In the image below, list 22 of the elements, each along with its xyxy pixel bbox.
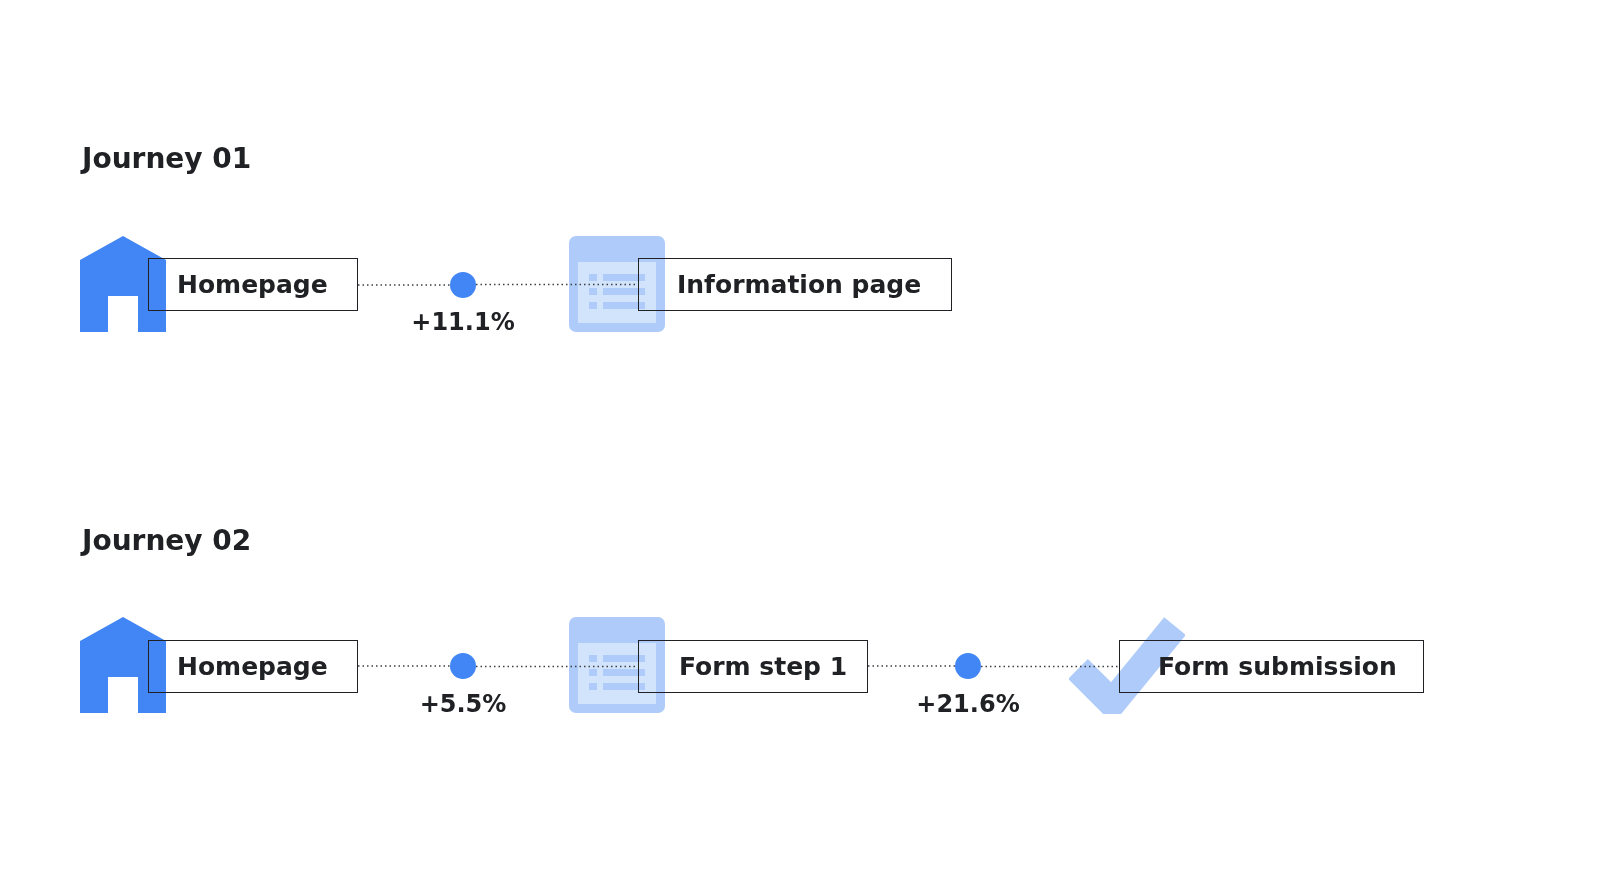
page-box [1119,640,1424,693]
page-name: Homepage [177,652,328,681]
page-name: Information page [677,270,922,299]
step-dot [450,653,476,679]
page-name: Homepage [177,270,328,299]
dotted-connector [357,284,451,286]
journey-heading: Journey 02 [82,524,252,557]
conversion-rate: +11.1% [411,308,515,336]
page-name: Form submission [1158,652,1397,681]
dotted-connector [980,665,1120,668]
page-box [148,640,358,693]
conversion-rate: +5.5% [419,690,507,718]
page-box [638,640,868,693]
dotted-connector [357,665,451,667]
step-dot [450,272,476,298]
page-name: Form step 1 [679,652,848,681]
dotted-connector [867,665,956,667]
page-box [638,258,952,311]
journey-heading: Journey 01 [82,142,252,175]
conversion-rate: +21.6% [916,690,1020,718]
step-dot [955,653,981,679]
page-box [148,258,358,311]
